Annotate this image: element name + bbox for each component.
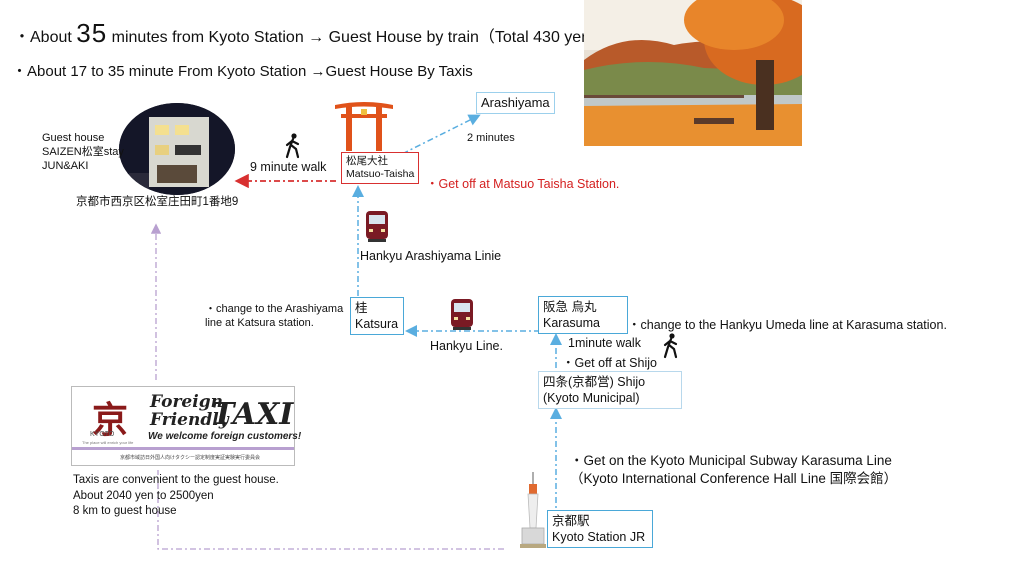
taxi-word: TAXI bbox=[212, 397, 294, 432]
taxi-footer: 京都市域訪日外国人向けタクシー認定制度実証実験実行委員会 bbox=[120, 455, 261, 461]
guest-house-photo bbox=[119, 103, 235, 195]
taxi-divider bbox=[72, 447, 294, 450]
torii-gate-icon bbox=[333, 99, 395, 156]
guest-house-label: Guest house SAIZEN松室stay JUN&AKI bbox=[42, 132, 124, 172]
arashiyama-station: Arashiyama bbox=[476, 92, 555, 114]
header-train-info: ・About 35 minutes from Kyoto Station → G… bbox=[14, 18, 607, 48]
arashiyama-minutes: 2 minutes bbox=[467, 132, 515, 144]
change-karasuma-note: ・change to the Hankyu Umeda line at Kara… bbox=[628, 318, 947, 332]
hankyu-line-label: Hankyu Line. bbox=[430, 339, 503, 353]
train-icon bbox=[449, 297, 475, 336]
kyoto-tower-icon bbox=[520, 472, 546, 555]
walk-1-label: 1minute walk bbox=[568, 336, 641, 350]
get-off-matsuo-note: ・Get off at Matsuo Taisha Station. bbox=[426, 177, 620, 191]
train-minutes: 35 bbox=[76, 18, 108, 48]
walking-person-icon bbox=[662, 333, 680, 364]
get-off-shijo-note: ・Get off at Shijo bbox=[562, 356, 657, 370]
foreign-friendly-taxi-card: 京 KYOTO The place will enrich your life … bbox=[71, 386, 301, 466]
subway-note: ・Get on the Kyoto Municipal Subway Karas… bbox=[570, 453, 898, 486]
taxi-info: Taxis are convenient to the guest house.… bbox=[73, 474, 279, 517]
walk-9-label: 9 minute walk bbox=[250, 160, 327, 174]
header-taxi-info: ・About 17 to 35 minute From Kyoto Statio… bbox=[12, 63, 473, 80]
walking-person-icon bbox=[284, 133, 302, 164]
change-katsura-note: ・change to the Arashiyama line at Katsur… bbox=[205, 303, 344, 329]
karasuma-station: 阪急 烏丸 Karasuma bbox=[538, 296, 628, 334]
shijo-station: 四条(京都営) Shijo (Kyoto Municipal) bbox=[538, 371, 682, 409]
taxi-welcome: We welcome foreign customers! bbox=[148, 431, 302, 442]
hankyu-arashiyama-line-label: Hankyu Arashiyama Linie bbox=[360, 249, 502, 263]
route-taxi bbox=[157, 470, 504, 550]
taxi-title: Foreign Friendly bbox=[150, 392, 229, 430]
kyoto-station: 京都駅 Kyoto Station JR bbox=[547, 510, 653, 548]
kyoto-brand: KYOTO bbox=[90, 431, 115, 438]
guest-house-address: 京都市西京区松室庄田町1番地9 bbox=[76, 196, 239, 208]
matsuo-taisha-station: 松尾大社 Matsuo-Taisha bbox=[341, 152, 420, 184]
katsura-station: 桂 Katsura bbox=[350, 297, 404, 335]
train-icon bbox=[364, 209, 390, 248]
taxi-tagline: The place will enrich your life bbox=[82, 440, 134, 445]
kyo-kanji-logo: 京 bbox=[92, 399, 129, 441]
arashiyama-photo bbox=[584, 0, 802, 146]
